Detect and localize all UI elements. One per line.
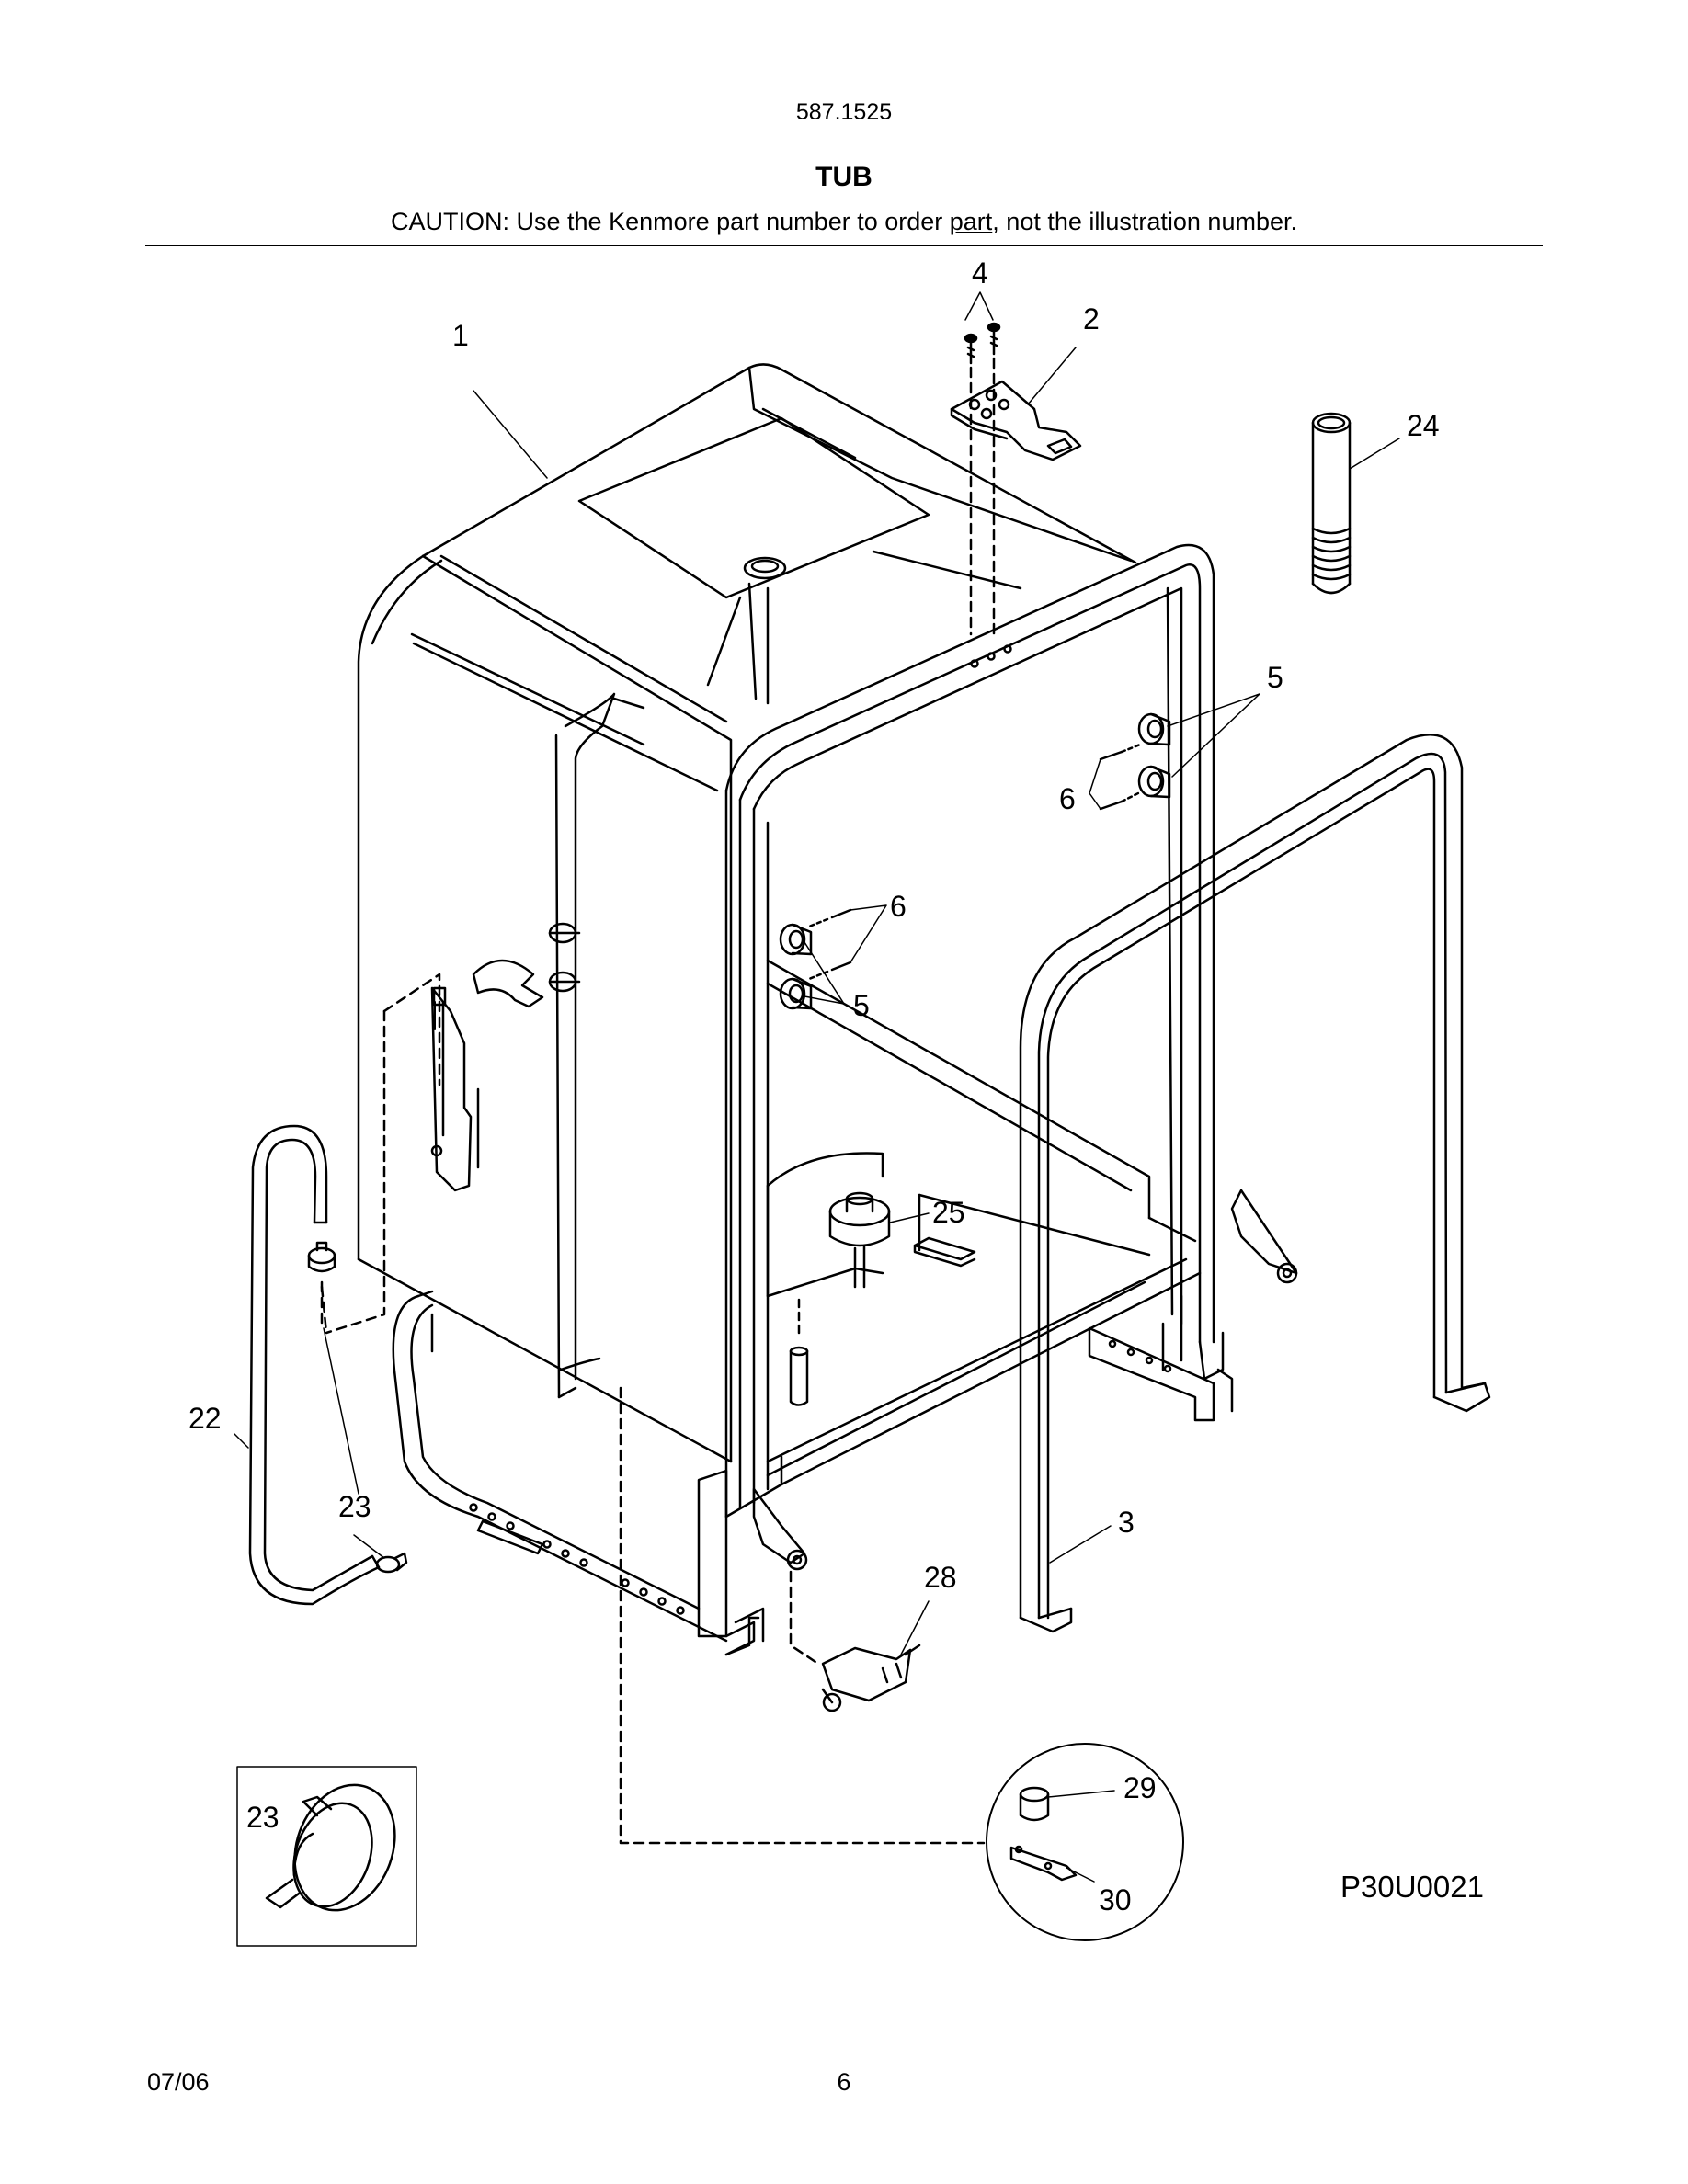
header-rule (145, 245, 1543, 246)
inset-thermostat-detail (619, 1386, 1184, 1941)
callout-1: 1 (452, 319, 469, 352)
leader-lines (234, 291, 1400, 1883)
base-frame (392, 1290, 728, 1643)
callout-3: 3 (1118, 1506, 1135, 1539)
inset-clamp-detail (236, 1766, 417, 1947)
callout-6-left: 6 (890, 890, 907, 923)
door-switch (789, 1570, 921, 1712)
callout-22: 22 (188, 1402, 222, 1435)
caution-text-start: CAUTION: Use the Kenmore part number to … (391, 208, 950, 235)
bumpers-right (1099, 712, 1171, 811)
callout-5-right: 5 (1267, 661, 1283, 694)
page-title: TUB (815, 162, 873, 192)
callout-4: 4 (972, 256, 988, 290)
callout-25: 25 (932, 1196, 965, 1229)
caution-text-end: , not the illustration number. (992, 208, 1297, 235)
callout-23-inset: 23 (246, 1801, 279, 1834)
callout-28: 28 (924, 1561, 957, 1594)
callout-6-right: 6 (1059, 782, 1076, 815)
tub-body (320, 363, 1137, 1463)
sump-assembly (766, 1152, 976, 1406)
callout-23: 23 (338, 1490, 371, 1523)
callout-30: 30 (1099, 1883, 1132, 1917)
model-number: 587.1525 (795, 99, 893, 125)
tub-front-frame (697, 543, 1298, 1656)
hose-clamp (307, 1241, 408, 1574)
page-number: 6 (837, 2068, 851, 2096)
vent-tube (1311, 412, 1352, 595)
footer-date: 07/06 (147, 2068, 210, 2096)
callout-5-left: 5 (853, 989, 870, 1022)
door-gasket (1019, 734, 1491, 1633)
callout-2: 2 (1083, 302, 1100, 336)
diagram-code: P30U0021 (1340, 1870, 1484, 1904)
callout-29: 29 (1123, 1771, 1157, 1804)
caution-text-underlined: part (949, 208, 993, 235)
caution-note: CAUTION: Use the Kenmore part number to … (0, 208, 1688, 236)
mounting-bracket (950, 322, 1082, 636)
callout-24: 24 (1407, 409, 1440, 442)
